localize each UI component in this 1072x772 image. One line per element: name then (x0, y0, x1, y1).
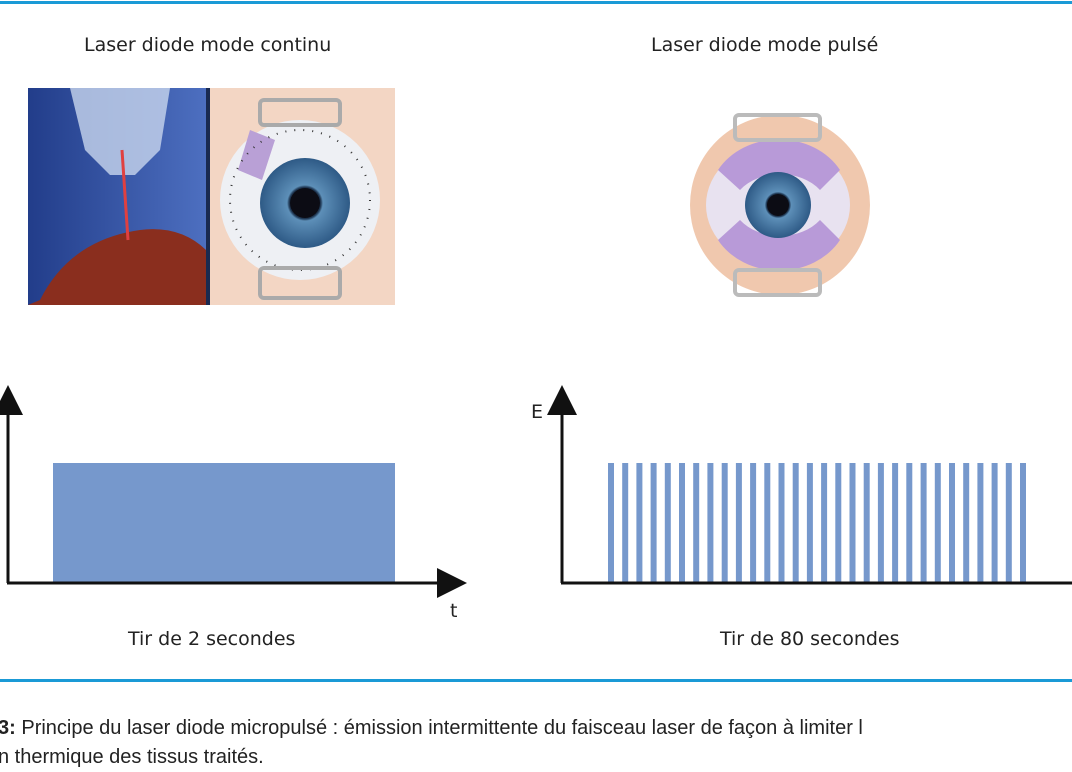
eye-illustration-continuous (206, 88, 395, 305)
caption-line-2: n thermique des tissus traités. (0, 746, 264, 768)
pulse-bar (792, 463, 799, 583)
caption-number: 3: (0, 717, 16, 739)
y-axis-label-e: E (531, 401, 544, 423)
pulse-bar (991, 463, 998, 583)
pulse-bar (863, 463, 870, 583)
pulse-bar (664, 463, 671, 583)
pulse-bar (892, 463, 899, 583)
pulse-bar (906, 463, 913, 583)
pulse-bar (721, 463, 728, 583)
pulse-bar (750, 463, 757, 583)
pulsed-chart (547, 385, 1072, 585)
pulse-bar (806, 463, 813, 583)
pulse-bar (1005, 463, 1012, 583)
pulse-bar (764, 463, 771, 583)
pulse-bar (679, 463, 685, 583)
pulse-bar (821, 463, 828, 583)
pulse-bar (693, 463, 700, 583)
top-rule (0, 1, 1072, 4)
continuous-emission-bar (53, 463, 395, 583)
continuous-chart-label: Tir de 2 secondes (128, 628, 296, 650)
pulse-bar (622, 463, 629, 583)
pulse-bar (963, 463, 970, 583)
pulse-bar (608, 463, 614, 583)
pulse-bar (778, 463, 785, 583)
pulse-bar (636, 463, 643, 583)
panel-title-pulsed: Laser diode mode pulsé (651, 34, 879, 56)
pulsed-chart-label: Tir de 80 secondes (720, 628, 900, 650)
pulse-bar (1020, 463, 1026, 583)
pulse-bar (707, 463, 714, 583)
pulse-bar (835, 463, 842, 583)
continuous-chart (0, 385, 467, 598)
pulse-bar (849, 463, 856, 583)
x-axis-label-t: t (450, 600, 458, 622)
pulse-bar (977, 463, 984, 583)
laser-probe-illustration (28, 88, 206, 305)
caption-rule (0, 679, 1072, 682)
pulse-bar (920, 463, 927, 583)
figure-caption: 3: Principe du laser diode micropulsé : … (0, 717, 863, 740)
pulse-bar (650, 463, 657, 583)
panel-title-continuous: Laser diode mode continu (84, 34, 332, 56)
eye-illustration-pulsed (690, 113, 870, 297)
pulse-bar (934, 463, 941, 583)
pulse-bar (735, 463, 742, 583)
caption-line-1: Principe du laser diode micropulsé : émi… (15, 717, 863, 739)
pulse-bar (877, 463, 884, 583)
pulse-bar (949, 463, 955, 583)
